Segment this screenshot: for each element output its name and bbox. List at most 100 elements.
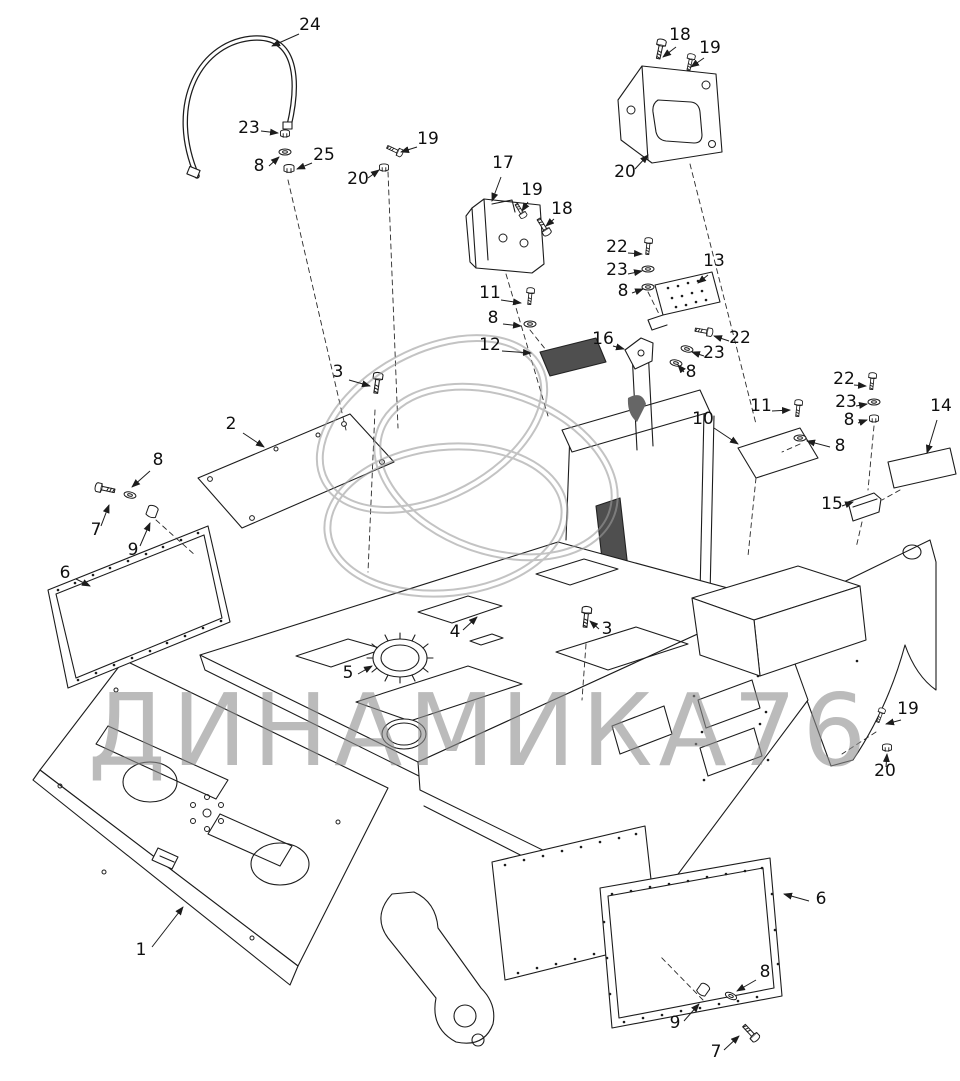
bottom-support-leg	[380, 891, 495, 1047]
leader-line-8	[131, 470, 151, 488]
leader-line-6	[75, 578, 91, 587]
leader-line-19	[400, 146, 418, 153]
bolt-19-top	[684, 52, 697, 72]
part-number-16: 16	[592, 329, 614, 349]
part-number-8: 8	[153, 450, 164, 470]
leader-line-3	[348, 379, 371, 388]
cover-plate-14	[887, 447, 957, 489]
part-number-19: 19	[897, 699, 919, 719]
plate-12	[539, 337, 607, 377]
part-number-13: 13	[703, 251, 725, 271]
part-number-10: 10	[692, 409, 714, 429]
angle-bracket-15	[847, 492, 882, 522]
washer-8-plate13	[641, 283, 655, 291]
part-number-8: 8	[254, 156, 265, 176]
part-number-25: 25	[313, 145, 335, 165]
leader-line-5	[357, 665, 373, 675]
leader-line-22	[627, 249, 643, 257]
leader-line-17	[491, 176, 502, 202]
part-number-2: 2	[226, 414, 237, 434]
bolt-22-far-right	[866, 371, 878, 391]
main-deck	[199, 541, 809, 923]
part-number-8: 8	[835, 436, 846, 456]
leader-line-15	[841, 501, 854, 509]
perforated-plate-13	[647, 271, 721, 331]
hose-nut-23	[280, 129, 290, 138]
part-number-24: 24	[299, 15, 321, 35]
leader-line-19	[885, 718, 902, 726]
leader-line-9	[139, 522, 151, 547]
nut-8-far-right	[869, 414, 879, 423]
leader-line-11	[500, 298, 522, 306]
side-panel-left	[47, 525, 231, 689]
part-number-23: 23	[238, 118, 260, 138]
leader-line-7	[100, 504, 110, 527]
part-number-23: 23	[703, 343, 725, 363]
part-number-19: 19	[417, 129, 439, 149]
bolt-19-upper-left	[385, 142, 405, 158]
hose-washer-8	[278, 148, 292, 156]
leader-line-23	[627, 269, 643, 277]
watermark-rings-logo	[315, 334, 619, 598]
part-number-8: 8	[618, 281, 629, 301]
leader-line-10	[713, 427, 739, 445]
nut-20-side	[882, 743, 892, 752]
leader-line-7	[723, 1035, 740, 1051]
mounting-bracket-20	[617, 65, 723, 164]
bolt-22-mid	[694, 325, 714, 338]
hose-24	[182, 35, 297, 179]
leader-line-2	[242, 432, 265, 448]
part-number-19: 19	[521, 180, 543, 200]
leader-line-8	[502, 321, 522, 329]
leader-line-8	[806, 439, 831, 448]
leader-line-18	[545, 218, 555, 227]
leader-line-23	[691, 351, 705, 358]
part-number-9: 9	[128, 540, 139, 560]
side-panel-bottom-right	[599, 857, 783, 1029]
leader-line-23	[855, 401, 868, 409]
washer-8-right	[793, 434, 807, 442]
small-bracket-16	[624, 337, 654, 370]
washer-8-left	[122, 490, 138, 500]
bolt-7-left	[93, 481, 117, 496]
round-cap	[366, 632, 434, 750]
leader-line-11	[771, 406, 791, 414]
washer-23-plate13	[641, 265, 655, 273]
alignment-lines	[155, 163, 901, 1001]
part-number-7: 7	[91, 520, 102, 540]
leader-line-3	[589, 620, 600, 630]
leader-line-14	[925, 419, 938, 454]
part-number-9: 9	[670, 1013, 681, 1033]
leader-line-6	[783, 892, 810, 902]
part-number-14: 14	[930, 396, 952, 416]
part-number-20: 20	[874, 761, 896, 781]
part-number-20: 20	[614, 162, 636, 182]
leader-line-12	[501, 348, 532, 356]
part-number-19: 19	[699, 38, 721, 58]
front-platform	[32, 659, 389, 986]
mounting-bracket-17	[465, 198, 545, 274]
part-number-8: 8	[686, 362, 697, 382]
bolt-22-plate13	[642, 236, 654, 256]
spacer-9-left	[144, 503, 160, 520]
part-number-8: 8	[488, 308, 499, 328]
part-number-3: 3	[602, 619, 613, 639]
part-number-15: 15	[821, 494, 843, 514]
exploded-chassis-drawing	[32, 35, 957, 1047]
part-number-23: 23	[606, 260, 628, 280]
watermark: ДИНАМИКА76	[88, 334, 866, 789]
part-number-18: 18	[551, 199, 573, 219]
leader-line-8	[268, 156, 280, 167]
part-number-11: 11	[750, 396, 772, 416]
part-number-11: 11	[479, 283, 501, 303]
leader-line-1	[151, 906, 184, 948]
part-number-8: 8	[760, 962, 771, 982]
leader-line-13	[697, 274, 709, 284]
leader-line-19	[521, 201, 530, 212]
part-number-12: 12	[479, 335, 501, 355]
leader-line-16	[612, 343, 625, 351]
part-number-3: 3	[333, 362, 344, 382]
part-number-8: 8	[844, 410, 855, 430]
leader-line-8	[857, 419, 868, 426]
fitting-25	[283, 163, 295, 174]
